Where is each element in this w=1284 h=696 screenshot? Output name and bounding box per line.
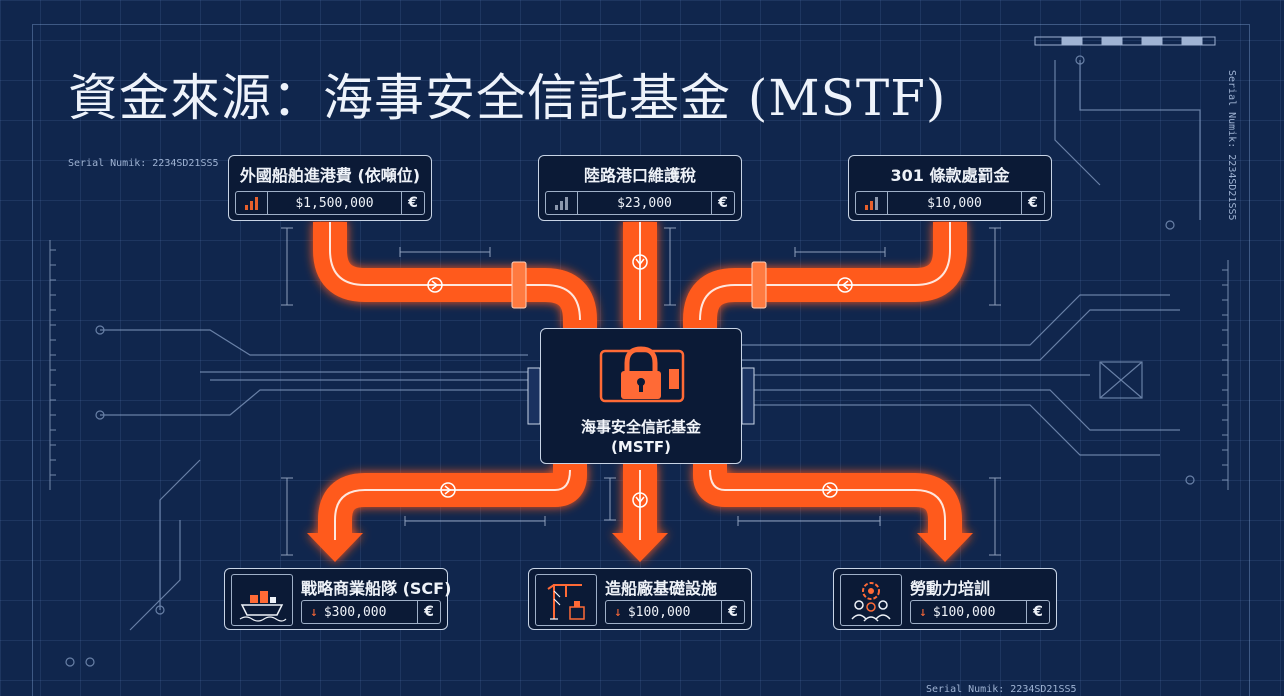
padlock-icon	[599, 346, 685, 403]
euro-icon: €	[401, 192, 424, 214]
workforce-gear-icon	[840, 574, 902, 626]
output-card-shipyard: 造船廠基礎設施 ↓ $100,000 €	[528, 568, 752, 630]
left-circuit-lines	[65, 325, 528, 667]
euro-icon: €	[711, 192, 734, 214]
down-arrow-icon: ↓	[310, 604, 318, 620]
output-label: 勞動力培訓	[910, 579, 991, 598]
amount-row: ↓ $300,000 €	[301, 600, 441, 624]
down-arrow-icon: ↓	[919, 604, 927, 620]
down-arrow-icon: ↓	[614, 604, 622, 620]
hub-title: 海事安全信託基金	[580, 418, 701, 436]
bar-chart-icon	[236, 192, 268, 214]
input-amount: $10,000	[927, 195, 982, 211]
serial-label-bottom: Serial Numik: 2234SD21SS5	[926, 684, 1077, 695]
hub-subtitle: (MSTF)	[611, 438, 671, 456]
pipe-flanges	[511, 261, 767, 309]
right-ruler	[1222, 260, 1229, 490]
dimension-marks	[281, 227, 1001, 556]
serial-label-right: Serial Numik: 2234SD21SS5	[1226, 70, 1237, 221]
euro-icon: €	[417, 601, 440, 623]
amount-row: $10,000 €	[855, 191, 1045, 215]
hub-connectors	[527, 367, 755, 425]
serial-label-top-left: Serial Numik: 2234SD21SS5	[68, 158, 219, 169]
output-label: 造船廠基礎設施	[605, 579, 718, 598]
top-ruler	[1034, 36, 1216, 46]
output-card-scf: 戰略商業船隊 (SCF) ↓ $300,000 €	[224, 568, 452, 630]
cargo-ship-icon	[231, 574, 293, 626]
input-card-port-fees: 外國船舶進港費 (依噸位) $1,500,000 €	[228, 155, 432, 221]
input-label: 301 條款處罰金	[890, 166, 1010, 185]
input-amount: $1,500,000	[295, 195, 374, 211]
mstf-hub: 海事安全信託基金 (MSTF)	[540, 328, 742, 464]
input-label: 陸路港口維護稅	[583, 166, 696, 185]
output-amount: $300,000	[323, 604, 387, 620]
output-amount: $100,000	[627, 604, 691, 620]
amount-row: ↓ $100,000 €	[605, 600, 745, 624]
right-circuit-lines	[742, 55, 1201, 485]
euro-icon: €	[721, 601, 744, 623]
page-title: 資金來源：海事安全信託基金 (MSTF)	[68, 69, 947, 127]
flow-markers	[427, 254, 853, 508]
amount-row: $23,000 €	[545, 191, 735, 215]
input-card-301-penalties: 301 條款處罰金 $10,000 €	[848, 155, 1052, 221]
input-label: 外國船舶進港費 (依噸位)	[239, 166, 421, 185]
bar-chart-icon	[546, 192, 578, 214]
amount-row: ↓ $100,000 €	[910, 600, 1050, 624]
left-ruler	[49, 240, 56, 490]
bar-chart-icon	[856, 192, 888, 214]
shipyard-crane-icon	[535, 574, 597, 626]
input-amount: $23,000	[617, 195, 672, 211]
output-card-workforce: 勞動力培訓 ↓ $100,000 €	[833, 568, 1057, 630]
input-card-land-port-tax: 陸路港口維護稅 $23,000 €	[538, 155, 742, 221]
amount-row: $1,500,000 €	[235, 191, 425, 215]
blueprint-frame	[32, 24, 1250, 696]
euro-icon: €	[1026, 601, 1049, 623]
pipe-flow-lines	[329, 222, 951, 540]
euro-icon: €	[1021, 192, 1044, 214]
output-label: 戰略商業船隊 (SCF)	[301, 579, 452, 598]
output-amount: $100,000	[932, 604, 996, 620]
